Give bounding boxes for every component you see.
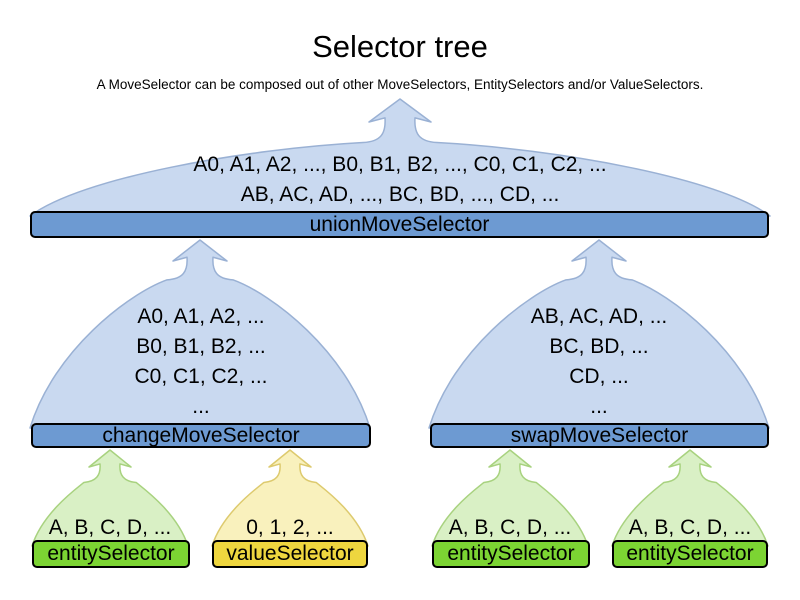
item-line: B0, B1, B2, ... — [136, 335, 266, 358]
item-line: A, B, C, D, ... — [48, 516, 172, 539]
item-line: ... — [192, 395, 210, 418]
item-line: AB, AC, AD, ... — [530, 305, 668, 328]
item-line: ... — [590, 395, 608, 418]
item-line: C0, C1, C2, ... — [134, 365, 268, 388]
value-selector-bar: valueSelector — [212, 540, 368, 568]
swap-item-list: AB, AC, AD, ... BC, BD, ... CD, ... ... — [429, 302, 769, 422]
union-move-selector-bar: unionMoveSelector — [30, 211, 769, 238]
swap-move-selector-bar: swapMoveSelector — [430, 423, 769, 448]
change-item-list: A0, A1, A2, ... B0, B1, B2, ... C0, C1, … — [30, 302, 372, 422]
entity-selector-bar: entitySelector — [32, 540, 190, 568]
item-line: A0, A1, A2, ..., B0, B1, B2, ..., C0, C1… — [193, 153, 607, 176]
diagram-title: Selector tree — [312, 29, 488, 64]
item-line: A, B, C, D, ... — [628, 516, 752, 539]
item-line: A, B, C, D, ... — [448, 516, 572, 539]
item-line: AB, AC, AD, ..., BC, BD, ..., CD, ... — [240, 183, 560, 206]
item-line: A0, A1, A2, ... — [137, 305, 265, 328]
change-move-selector-bar: changeMoveSelector — [31, 423, 371, 448]
entity-item-list: A, B, C, D, ... — [612, 513, 768, 543]
entity-item-list: A, B, C, D, ... — [432, 513, 588, 543]
item-line: CD, ... — [569, 365, 629, 388]
diagram-subtitle: A MoveSelector can be composed out of ot… — [96, 77, 704, 92]
value-item-list: 0, 1, 2, ... — [212, 513, 368, 543]
entity-selector-bar: entitySelector — [612, 540, 768, 568]
entity-selector-bar: entitySelector — [432, 540, 590, 568]
item-line: 0, 1, 2, ... — [246, 516, 334, 539]
entity-item-list: A, B, C, D, ... — [32, 513, 188, 543]
union-item-list: A0, A1, A2, ..., B0, B1, B2, ..., C0, C1… — [30, 150, 770, 210]
item-line: BC, BD, ... — [549, 335, 649, 358]
